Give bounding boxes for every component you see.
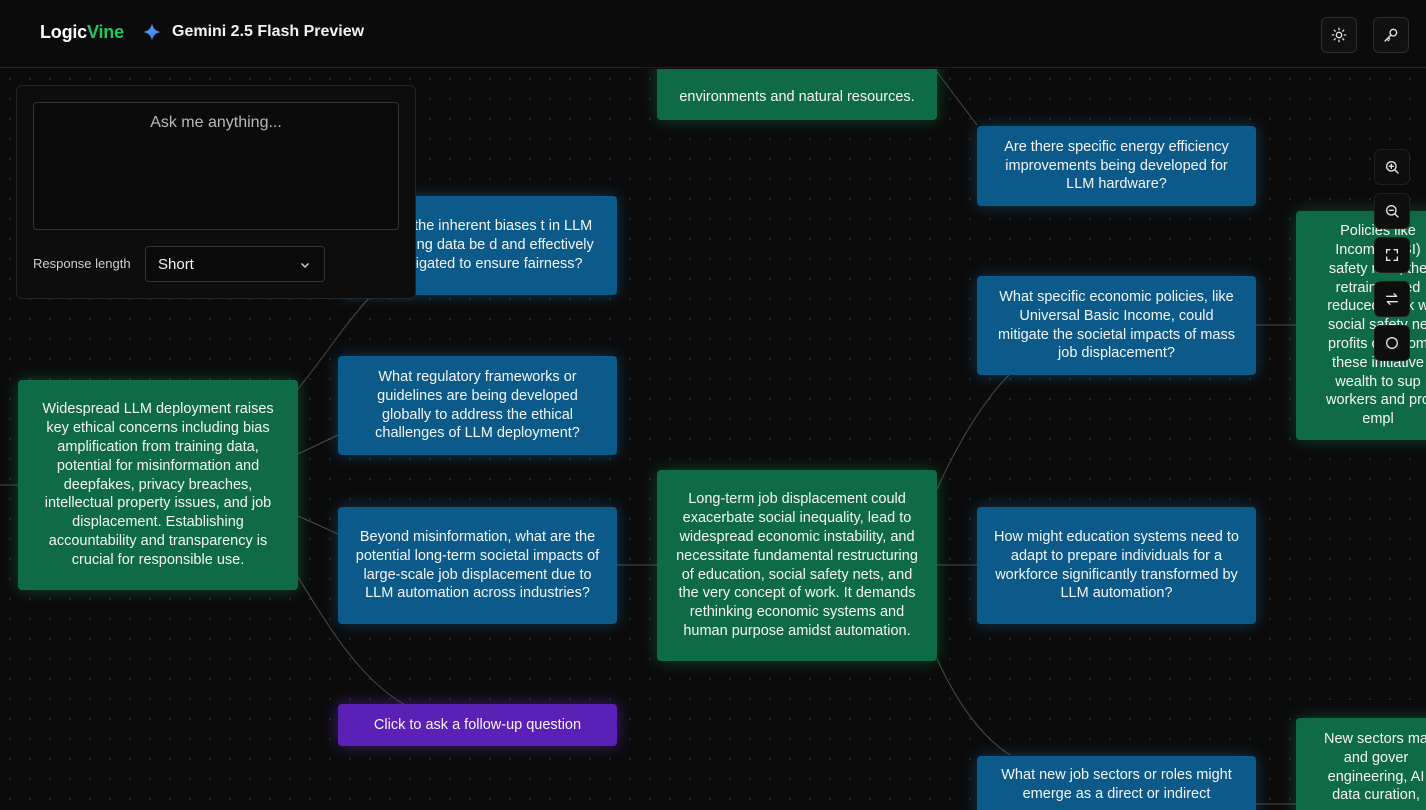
question-node-new-jobs[interactable]: What new job sectors or roles might emer… bbox=[977, 756, 1256, 810]
gemini-sparkle-icon bbox=[142, 22, 162, 42]
node-text: What regulatory frameworks or guidelines… bbox=[375, 368, 580, 442]
brand-vine: Vine bbox=[87, 22, 124, 42]
edges-layer bbox=[0, 71, 1296, 805]
answer-node-new-sectors[interactable]: New sectors ma and gover engineering, AI… bbox=[1296, 718, 1426, 810]
answer-node-ethical-concerns[interactable]: Widespread LLM deployment raises key eth… bbox=[18, 380, 298, 590]
theme-toggle-button[interactable] bbox=[1321, 17, 1357, 53]
reset-button[interactable] bbox=[1374, 325, 1410, 361]
response-length-select[interactable]: Short bbox=[145, 246, 325, 282]
chevron-down-icon bbox=[300, 262, 310, 269]
answer-node-environment[interactable]: environments and natural resources. bbox=[657, 69, 937, 120]
api-key-button[interactable] bbox=[1373, 17, 1409, 53]
node-text: Click to ask a follow-up question bbox=[373, 716, 582, 733]
fit-view-icon bbox=[1386, 249, 1398, 261]
model-selector[interactable]: Gemini 2.5 Flash Preview bbox=[142, 22, 364, 42]
brand-logic: Logic bbox=[40, 22, 87, 42]
question-node-education-systems[interactable]: How might education systems need to adap… bbox=[977, 507, 1256, 624]
sun-icon bbox=[1331, 27, 1347, 43]
model-name: Gemini 2.5 Flash Preview bbox=[172, 23, 365, 40]
question-node-energy-efficiency[interactable]: Are there specific energy efficiency imp… bbox=[977, 126, 1256, 206]
mind-map-canvas[interactable]: environments and natural resources. Are … bbox=[0, 69, 1426, 810]
answer-node-policies[interactable]: Policies like Income (UBI) safety nets, … bbox=[1296, 211, 1426, 440]
question-node-economic-policies[interactable]: What specific economic policies, like Un… bbox=[977, 276, 1256, 375]
node-text: can the inherent biases t in LLM trainin… bbox=[385, 218, 594, 272]
node-text: Beyond misinformation, what are the pote… bbox=[355, 528, 600, 602]
follow-up-question-button[interactable]: Click to ask a follow-up question bbox=[338, 704, 617, 746]
swap-layout-icon bbox=[1386, 293, 1398, 305]
node-text: Long-term job displacement could exacerb… bbox=[676, 491, 918, 639]
question-node-regulatory[interactable]: What regulatory frameworks or guidelines… bbox=[338, 356, 617, 455]
zoom-out-button[interactable] bbox=[1374, 193, 1410, 229]
response-length-label: Response length bbox=[33, 256, 131, 271]
node-text: What specific economic policies, like Un… bbox=[998, 288, 1235, 362]
node-text: Are there specific energy efficiency imp… bbox=[1004, 138, 1229, 193]
answer-node-job-displacement[interactable]: Long-term job displacement could exacerb… bbox=[657, 470, 937, 661]
brand-logo[interactable]: LogicVine bbox=[40, 22, 124, 43]
key-icon bbox=[1384, 28, 1398, 42]
node-text: How might education systems need to adap… bbox=[993, 528, 1239, 602]
zoom-in-button[interactable] bbox=[1374, 149, 1410, 185]
zoom-in-icon bbox=[1386, 161, 1399, 174]
fit-view-button[interactable] bbox=[1374, 237, 1410, 273]
node-text: What new job sectors or roles might emer… bbox=[1001, 767, 1232, 802]
response-length-value: Short bbox=[158, 255, 194, 273]
node-text: environments and natural resources. bbox=[679, 89, 915, 106]
ask-input[interactable] bbox=[33, 102, 399, 230]
zoom-out-icon bbox=[1386, 205, 1399, 218]
node-text: New sectors ma and gover engineering, AI… bbox=[1324, 731, 1426, 804]
swap-layout-button[interactable] bbox=[1374, 281, 1410, 317]
ask-panel: Response length Short bbox=[16, 85, 416, 299]
circle-icon bbox=[1386, 337, 1398, 349]
header: LogicVine Gemini 2.5 Flash Preview bbox=[0, 0, 1426, 68]
node-text: Widespread LLM deployment raises key eth… bbox=[42, 401, 274, 568]
question-node-long-term-impacts[interactable]: Beyond misinformation, what are the pote… bbox=[338, 507, 617, 624]
